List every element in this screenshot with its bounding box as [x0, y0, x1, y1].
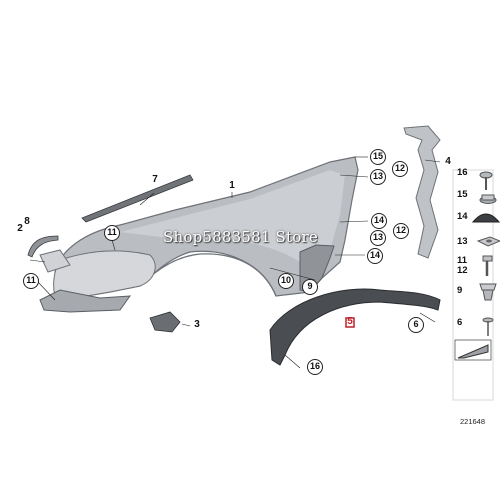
callout-2: 2: [17, 223, 23, 234]
parts-panel-art: [452, 169, 500, 401]
callout-11a: 11: [104, 225, 120, 241]
panel-label-11: 11: [457, 255, 468, 266]
panel-label-13: 13: [457, 236, 468, 247]
callout-6: 6: [408, 317, 424, 333]
callout-7: 7: [152, 174, 158, 185]
callout-9a: 9: [302, 279, 318, 295]
callout-10a: 10: [278, 273, 294, 289]
callout-13a: 13: [370, 169, 386, 185]
callout-15a: 15: [370, 149, 386, 165]
screw-icon: [479, 171, 493, 190]
callout-16a: 16: [307, 359, 323, 375]
panel-label-9: 9: [457, 285, 463, 296]
store-watermark: Shop5883581 Store: [163, 228, 318, 246]
dome-plug-icon: [471, 213, 500, 223]
callout-12b: 12: [393, 223, 409, 239]
panel-label-6: 6: [457, 317, 463, 328]
marker-5: [345, 317, 355, 328]
panel-label-15: 15: [457, 189, 468, 200]
panel-label-12: 12: [457, 265, 468, 276]
grommet-icon: [479, 194, 497, 204]
square-nut-icon: [476, 236, 500, 247]
headlight-cutout: [53, 250, 156, 299]
panel-label-16: 16: [457, 167, 468, 178]
clip-icon: [479, 283, 497, 301]
fender-highlight: [120, 170, 345, 262]
callout-14b: 14: [367, 248, 383, 264]
trim-strip-7: [81, 174, 194, 223]
wheel-arch-flare-6: [269, 288, 441, 366]
bolt-icon: [482, 255, 493, 276]
seal-4: [403, 125, 441, 259]
panel-label-14: 14: [457, 211, 468, 222]
push-rivet-icon: [482, 317, 494, 336]
trim-8: [27, 235, 59, 258]
bracket-2: [39, 249, 71, 273]
callout-13b: 13: [370, 230, 386, 246]
callout-3: 3: [194, 319, 200, 330]
leader-lines: [29, 156, 441, 369]
callout-12a: 12: [392, 161, 408, 177]
callout-4: 4: [445, 156, 451, 167]
lower-carrier: [39, 289, 132, 313]
document-number: 221648: [460, 417, 486, 426]
callout-14a: 14: [371, 213, 387, 229]
callout-1: 1: [229, 180, 235, 191]
callout-8: 8: [24, 216, 30, 227]
callout-5: 5: [347, 316, 353, 327]
bracket-3: [149, 311, 181, 333]
wheel-arch-edge: [139, 253, 277, 297]
callout-11b: 11: [23, 273, 39, 289]
wedge-icon: [454, 339, 492, 361]
